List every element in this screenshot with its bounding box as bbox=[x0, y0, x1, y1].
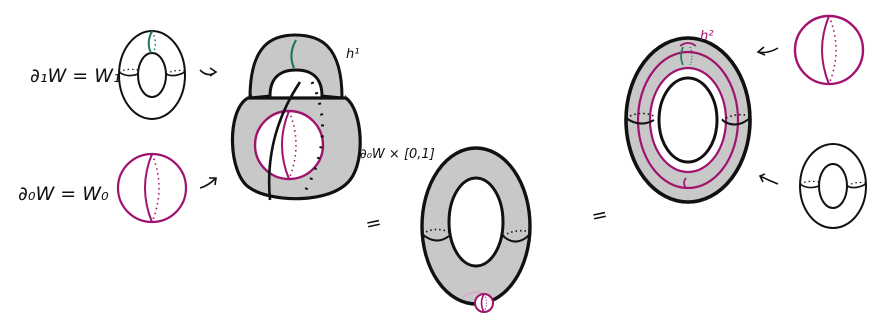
w0-label: ∂₀W = W₀ bbox=[18, 183, 109, 205]
h1-label: h¹ bbox=[346, 47, 359, 62]
right-sphere-icon bbox=[795, 16, 863, 84]
right-torus-icon bbox=[626, 38, 750, 202]
w0-sphere-icon bbox=[118, 154, 186, 222]
h2-label: h² bbox=[700, 29, 713, 44]
collar-label: ∂₀W × [0,1] bbox=[360, 147, 435, 162]
arrow-right-bottom-icon bbox=[760, 174, 778, 184]
cobordism-left-icon bbox=[232, 35, 360, 200]
w1-label: ∂₁W = W₁ bbox=[30, 65, 121, 87]
equals-left: = bbox=[363, 211, 383, 236]
equals-right: = bbox=[589, 203, 609, 228]
arrow-right-top-icon bbox=[758, 47, 778, 55]
arrow-w1-icon bbox=[200, 68, 216, 76]
arrow-w0-icon bbox=[200, 178, 216, 188]
w1-torus-icon bbox=[119, 31, 185, 119]
middle-torus-icon bbox=[422, 148, 530, 312]
right-small-torus-icon bbox=[800, 144, 866, 228]
